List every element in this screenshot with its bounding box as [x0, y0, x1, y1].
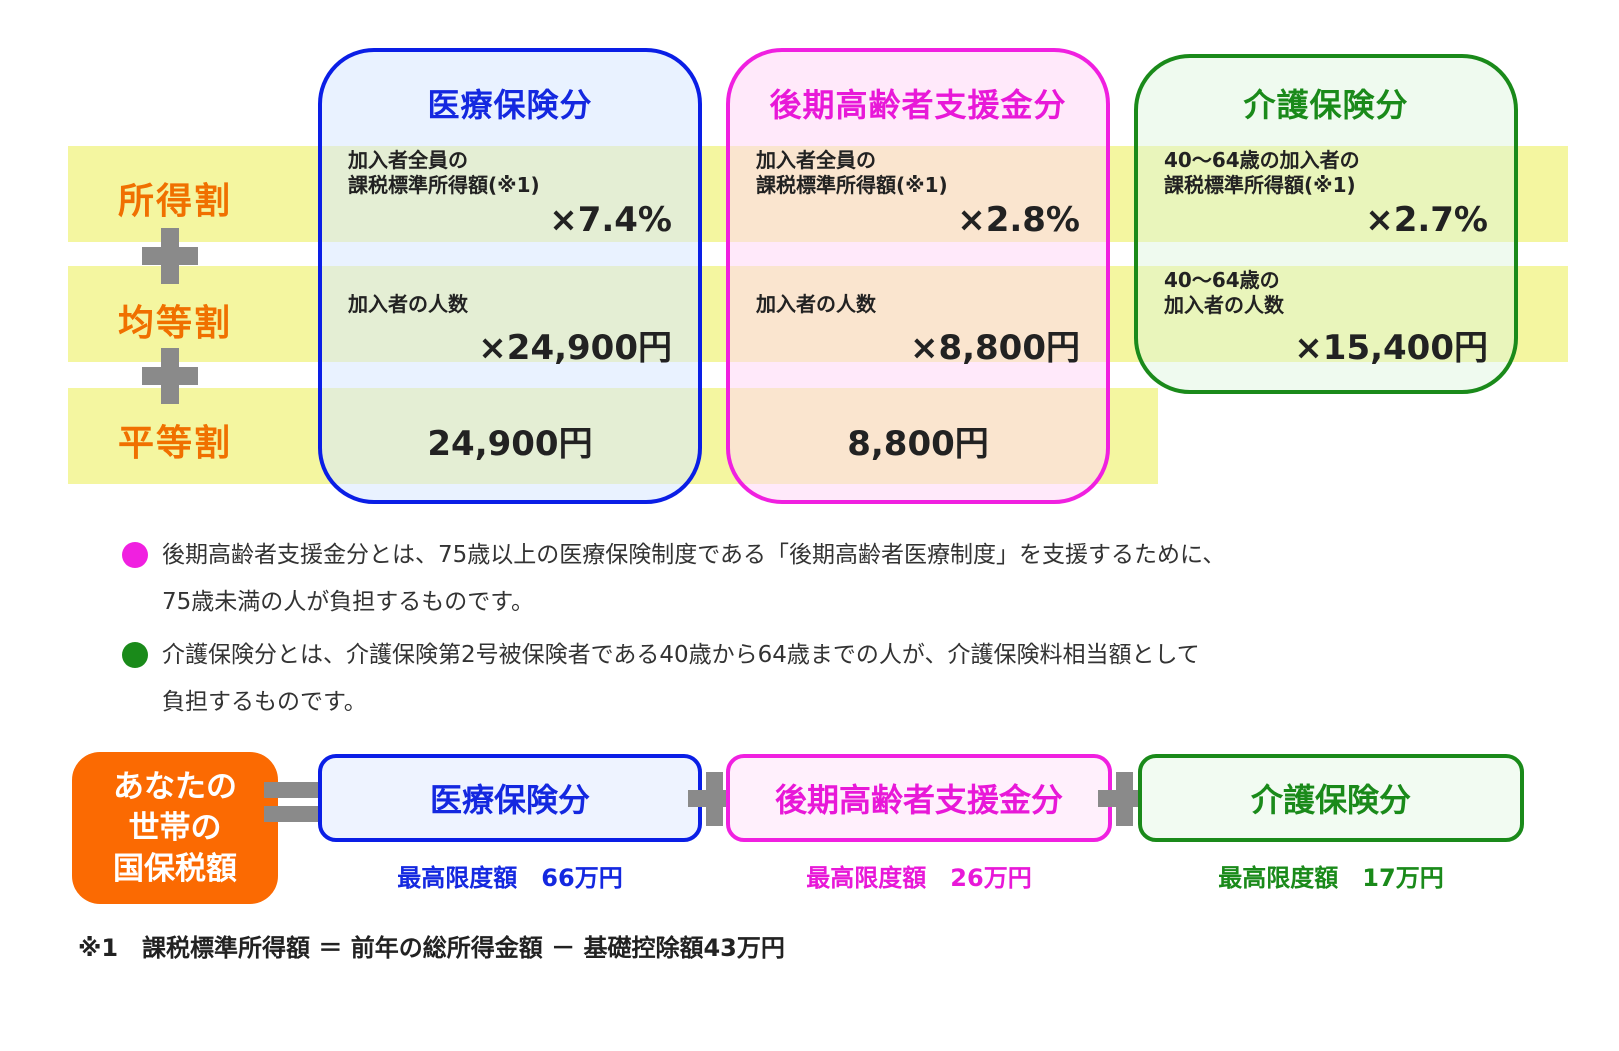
household-tax-total-label: あなたの 世帯の 国保税額: [72, 752, 278, 904]
care-max-limit: 最高限度額 17万円: [1218, 864, 1444, 892]
support-income-rate: ×2.8%: [957, 200, 1080, 240]
formula-care: 介護保険分: [1138, 754, 1524, 842]
care-income-desc: 40〜64歳の加入者の 課税標準所得額(※1): [1164, 148, 1360, 197]
pink-bullet-icon: [122, 542, 148, 568]
footnote: ※1 課税標準所得額 ＝ 前年の総所得金額 － 基礎控除額43万円: [78, 934, 785, 962]
support-per-household: 8,800円: [847, 424, 989, 464]
plus-icon: [142, 228, 198, 284]
medical-max-limit: 最高限度額 66万円: [397, 864, 623, 892]
formula-support: 後期高齢者支援金分: [726, 754, 1112, 842]
row-label-per-household: 平等割: [117, 423, 232, 464]
care-title: 介護保険分: [1243, 86, 1409, 124]
support-per-capita-rate: ×8,800円: [909, 328, 1080, 368]
support-title: 後期高齢者支援金分: [769, 86, 1067, 124]
care-income-rate: ×2.7%: [1365, 200, 1488, 240]
row-label-per-capita: 均等割: [117, 303, 232, 344]
medical-column: [318, 48, 702, 504]
support-column: [726, 48, 1110, 504]
medical-income-desc: 加入者全員の 課税標準所得額(※1): [348, 148, 540, 197]
support-income-desc: 加入者全員の 課税標準所得額(※1): [756, 148, 948, 197]
care-column: [1134, 54, 1518, 394]
care-note: 介護保険分とは、介護保険第2号被保険者である40歳から64歳までの人が、介護保険…: [162, 642, 1200, 715]
care-per-capita-rate: ×15,400円: [1294, 328, 1488, 368]
support-max-limit: 最高限度額 26万円: [806, 864, 1032, 892]
green-bullet-icon: [122, 642, 148, 668]
row-label-income: 所得割: [117, 181, 232, 222]
medical-per-household: 24,900円: [427, 424, 593, 464]
plus-icon: [142, 348, 198, 404]
medical-income-rate: ×7.4%: [549, 200, 672, 240]
medical-per-capita-desc: 加入者の人数: [348, 292, 468, 316]
formula-medical: 医療保険分: [318, 754, 702, 842]
medical-title: 医療保険分: [427, 86, 593, 124]
medical-per-capita-rate: ×24,900円: [478, 328, 672, 368]
care-per-capita-desc: 40〜64歳の 加入者の人数: [1164, 268, 1284, 317]
support-per-capita-desc: 加入者の人数: [756, 292, 876, 316]
support-note: 後期高齢者支援金分とは、75歳以上の医療保険制度である「後期高齢者医療制度」を支…: [162, 542, 1226, 615]
